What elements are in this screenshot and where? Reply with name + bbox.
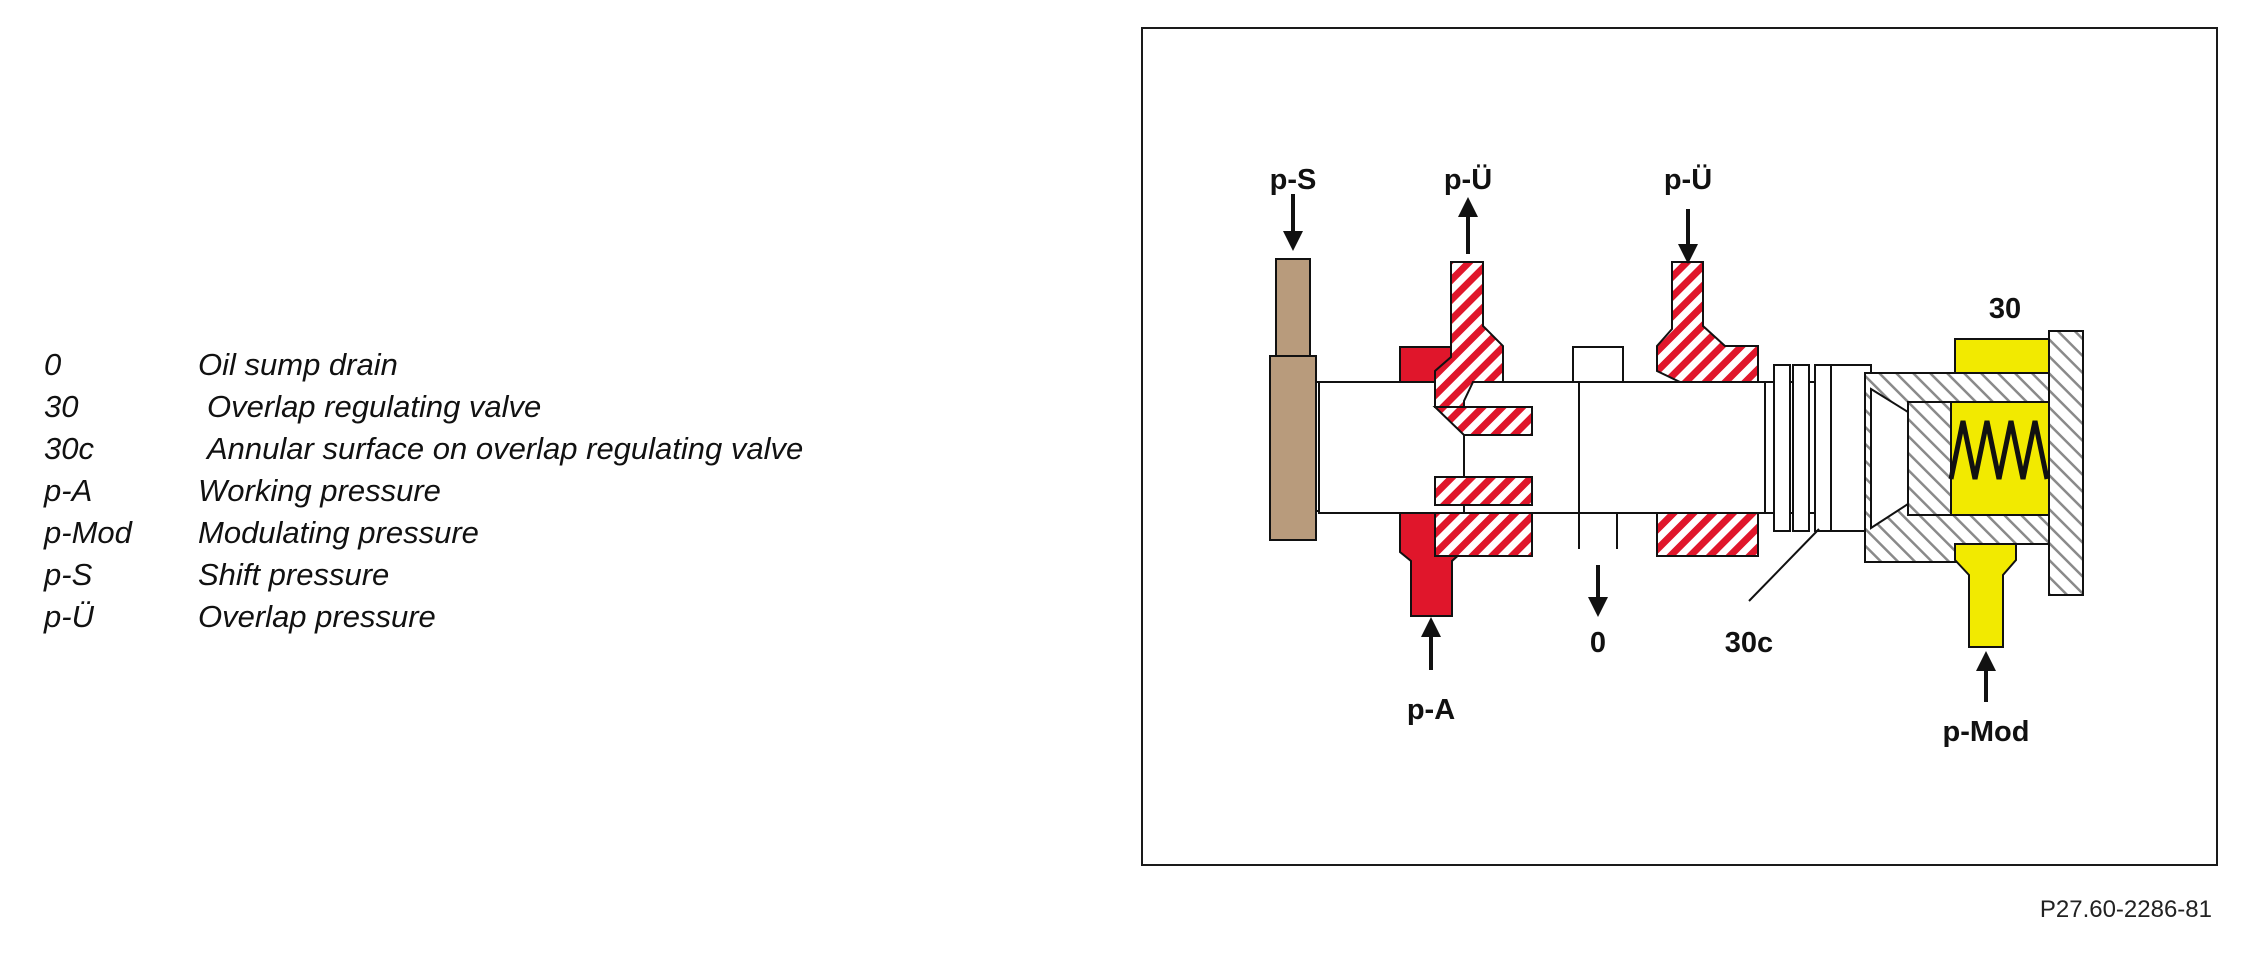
oil-sump-drain-port <box>1572 346 1624 549</box>
label-p-u-left: p-Ü <box>1444 163 1492 196</box>
shift-pressure-port <box>1269 258 1327 541</box>
valve-spool <box>1318 381 1900 514</box>
legend-row-30c: 30c Annular surface on overlap regulatin… <box>44 428 1044 470</box>
legend-key: p-S <box>44 557 93 592</box>
legend-row-p-s: p-S Shift pressure <box>44 554 1044 596</box>
valve-diagram-frame: p-S p-Ü p-Ü 30 0 30c p-A p-Mod <box>1141 27 2218 866</box>
legend-key: p-A <box>44 473 93 508</box>
legend-row-0: 0 Oil sump drain <box>44 344 1044 386</box>
legend-desc: Overlap pressure <box>198 599 436 634</box>
overlap-pressure-port-left <box>1432 261 1533 557</box>
legend-row-p-a: p-A Working pressure <box>44 470 1044 512</box>
legend-key: 0 <box>44 347 62 382</box>
overlap-pressure-port-right <box>1656 261 1759 557</box>
legend: 0 Oil sump drain 30 Overlap regulating v… <box>44 344 1044 638</box>
legend-desc: Shift pressure <box>198 557 390 592</box>
legend-key: p-Ü <box>44 599 94 634</box>
legend-desc: Working pressure <box>198 473 441 508</box>
legend-desc: Oil sump drain <box>198 347 398 382</box>
label-p-a: p-A <box>1407 694 1455 726</box>
legend-desc: Annular surface on overlap regulating va… <box>207 431 804 466</box>
legend-key: p-Mod <box>44 515 132 550</box>
label-30c: 30c <box>1725 627 1773 659</box>
legend-key: 30c <box>44 431 94 466</box>
legend-row-30: 30 Overlap regulating valve <box>44 386 1044 428</box>
overlap-regulating-valve-30 <box>1864 330 2084 648</box>
label-p-s: p-S <box>1270 164 1317 196</box>
legend-desc: Overlap regulating valve <box>207 389 542 424</box>
figure-reference: P27.60-2286-81 <box>2039 896 2212 923</box>
legend-key: 30 <box>44 389 79 424</box>
legend-desc: Modulating pressure <box>198 515 479 550</box>
label-valve-30: 30 <box>1989 293 2021 325</box>
legend-row-p-u: p-Ü Overlap pressure <box>44 596 1044 638</box>
legend-row-p-mod: p-Mod Modulating pressure <box>44 512 1044 554</box>
label-drain-0: 0 <box>1590 627 1606 659</box>
label-p-mod: p-Mod <box>1943 716 2030 748</box>
label-p-u-right: p-Ü <box>1664 163 1712 196</box>
valve-diagram: p-S p-Ü p-Ü 30 0 30c p-A p-Mod <box>1269 163 2084 748</box>
